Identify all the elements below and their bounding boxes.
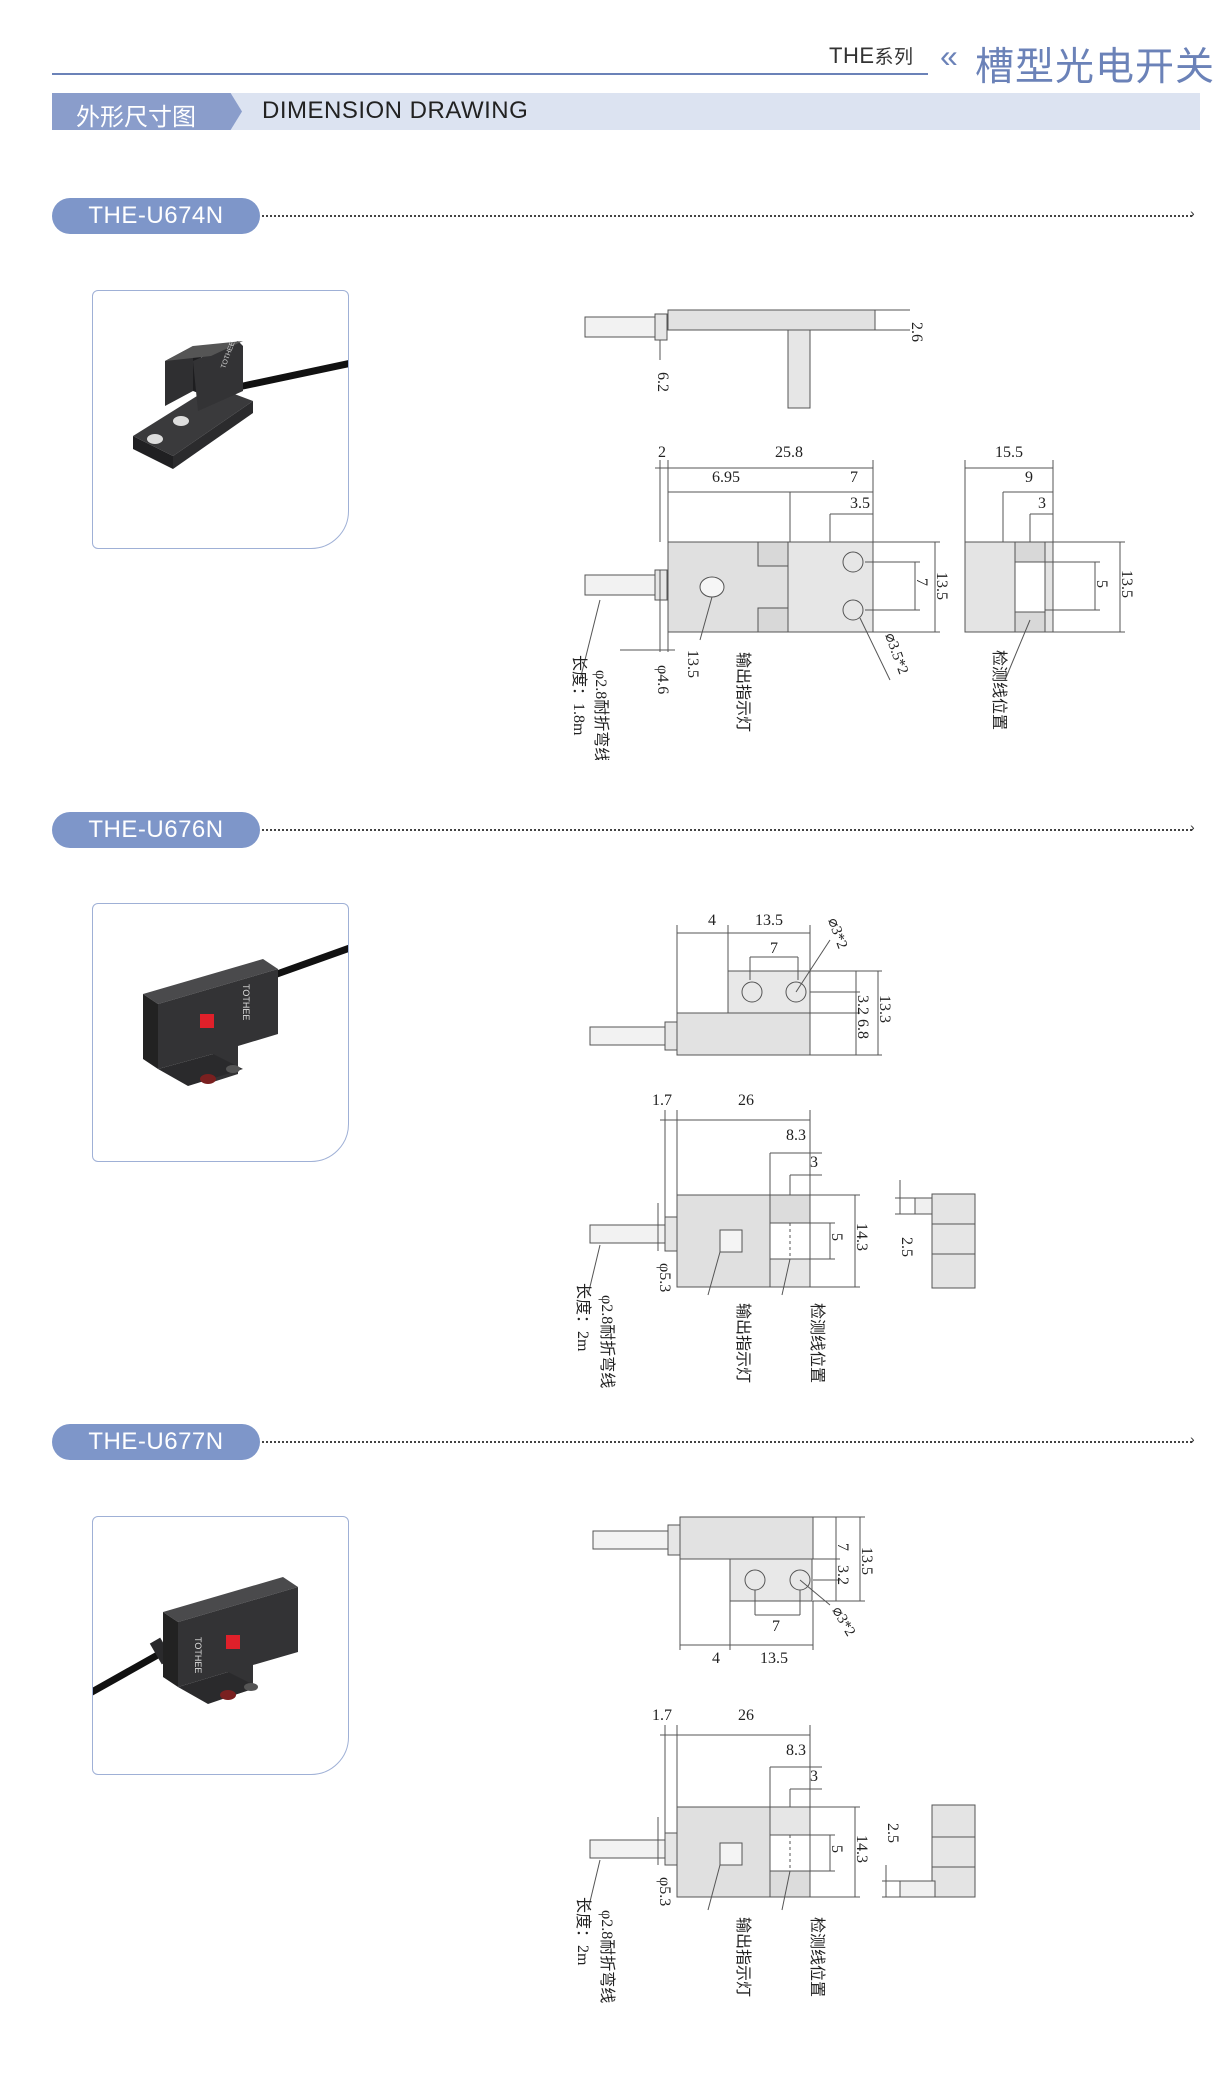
hole-label: ⌀3*2 — [829, 1604, 859, 1639]
cable-length-label: 长度：2m — [574, 1897, 592, 1966]
dim-label: 5 — [1093, 580, 1110, 588]
dim-label: 14.3 — [853, 1835, 870, 1863]
leader-end-icon: › — [1190, 1431, 1195, 1447]
dim-label: φ5.3 — [656, 1877, 673, 1906]
model-name-pill: THE-U677N — [52, 1424, 260, 1460]
dim-label: 4 — [708, 912, 716, 929]
product-photo: TOTHEE — [92, 903, 349, 1162]
dim-label: 7 — [913, 578, 930, 586]
detect-label: 检测线位置 — [808, 1917, 826, 1997]
hole-label: ⌀3*2 — [824, 916, 850, 951]
product-photo: TOTHEE — [92, 290, 349, 549]
dim-label: 1.7 — [652, 1707, 672, 1724]
dim-label: 5 — [828, 1233, 845, 1241]
dimension-drawing: 4 13.5 7 ⌀3*2 3.2 6.8 13.3 1.7 26 8.3 3 … — [574, 912, 976, 1388]
dim-label: 13.5 — [755, 912, 783, 929]
section-title-cn: 外形尺寸图 — [76, 104, 196, 131]
hole-label: ⌀3.5*2 — [881, 631, 911, 677]
dimension-drawing: 2.6 6.2 2 25.8 6.95 7 3.5 13.5 7 ⌀3.5*2 … — [570, 309, 1135, 760]
dim-label: 5 — [828, 1845, 845, 1853]
dim-label: 6.95 — [712, 469, 740, 486]
cable-length-label: 长度：1.8m — [570, 655, 588, 736]
dim-label: 3.2 — [834, 1565, 851, 1585]
series-label: THE系列 — [829, 43, 914, 68]
sensor-image: TOTHEE — [133, 340, 348, 469]
section-tag — [52, 93, 242, 130]
dim-label: 3 — [1038, 495, 1046, 512]
dim-label: 9 — [1025, 469, 1033, 486]
dim-label: 1.7 — [652, 1092, 672, 1109]
dim-label: 13.5 — [933, 572, 950, 600]
dim-label: 3.5 — [850, 495, 870, 512]
detect-label: 检测线位置 — [808, 1303, 826, 1383]
dotted-leader — [262, 215, 1192, 217]
dim-label: 13.5 — [1118, 570, 1135, 598]
dim-label: 13.3 — [876, 995, 893, 1023]
section-bar — [52, 93, 1200, 130]
dim-label: φ5.3 — [656, 1263, 673, 1292]
double-chevron-icon: « — [940, 38, 958, 74]
brand-mark: TOTHEE — [193, 1637, 203, 1673]
dim-label: 7 — [770, 940, 778, 957]
header-rule — [52, 73, 928, 75]
dim-label: 7 — [772, 1618, 780, 1635]
model-name-pill: THE-U674N — [52, 198, 260, 234]
dim-label: φ4.6 — [654, 665, 671, 694]
dim-label: 6.2 — [654, 372, 671, 392]
dim-label: 26 — [738, 1092, 754, 1109]
dim-label: 2.5 — [884, 1823, 901, 1843]
section-title-en: DIMENSION DRAWING — [262, 97, 529, 124]
cable-label: φ2.8耐折弯线 — [598, 1910, 616, 2003]
leader-end-icon: › — [1190, 819, 1195, 835]
dim-label: 7 — [850, 469, 858, 486]
brand-mark: TOTHEE — [241, 984, 251, 1020]
leader-end-icon: › — [1190, 205, 1195, 221]
cable-label: φ2.8耐折弯线 — [592, 670, 610, 760]
cable-label: φ2.8耐折弯线 — [598, 1295, 616, 1388]
dim-label: 3 — [810, 1154, 818, 1171]
indicator-label: 输出指示灯 — [734, 1303, 752, 1383]
dimension-drawing: 7 3.2 13.5 ⌀3*2 7 4 13.5 1.7 26 8.3 3 5 … — [574, 1516, 976, 2003]
sensor-image: TOTHEE — [93, 1577, 298, 1704]
dim-label: 15.5 — [995, 444, 1023, 461]
dim-label: 13.5 — [760, 1650, 788, 1667]
product-photo: TOTHEE — [92, 1516, 349, 1775]
dim-label: 8.3 — [786, 1742, 806, 1759]
page-title: 槽型光电开关 — [975, 46, 1216, 89]
dim-label: 2 — [658, 444, 666, 461]
dim-label: 26 — [738, 1707, 754, 1724]
indicator-label: 输出指示灯 — [734, 1917, 752, 1997]
sensor-image: TOTHEE — [143, 944, 348, 1086]
dim-label: 3 — [810, 1768, 818, 1785]
indicator-label: 输出指示灯 — [734, 652, 752, 732]
dim-label: 25.8 — [775, 444, 803, 461]
dim-label: 13.5 — [684, 650, 701, 678]
dotted-leader — [262, 1441, 1192, 1443]
dim-label: 8.3 — [786, 1127, 806, 1144]
dim-label: 7 — [834, 1543, 851, 1551]
dim-label: 2.5 — [898, 1237, 915, 1257]
dotted-leader — [262, 829, 1192, 831]
dim-label: 4 — [712, 1650, 720, 1667]
dim-label: 3.2 — [854, 995, 871, 1015]
cable-length-label: 长度：2m — [574, 1283, 592, 1352]
detect-label: 检测线位置 — [990, 650, 1008, 730]
model-name-pill: THE-U676N — [52, 812, 260, 848]
dim-label: 13.5 — [858, 1547, 875, 1575]
dim-label: 6.8 — [854, 1019, 871, 1039]
dim-label: 2.6 — [908, 322, 925, 342]
dim-label: 14.3 — [853, 1223, 870, 1251]
